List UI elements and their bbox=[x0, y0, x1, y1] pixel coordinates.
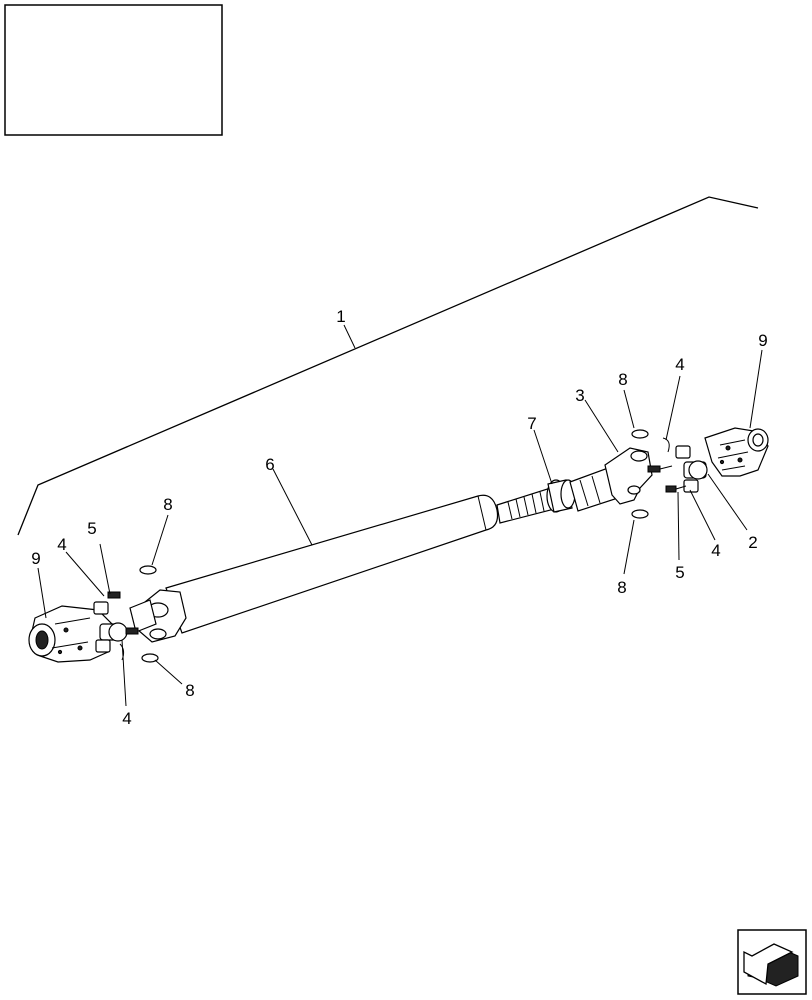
callout-8-right-top: 8 bbox=[618, 370, 627, 389]
leader-lines bbox=[37, 324, 763, 707]
assembly-bracket-line bbox=[17, 196, 759, 536]
callout-5-right: 5 bbox=[675, 563, 684, 582]
callout-4-right-top: 4 bbox=[675, 355, 684, 374]
left-bolt-set bbox=[107, 565, 159, 663]
callout-5-left: 5 bbox=[87, 519, 96, 538]
callout-8-left-bottom: 8 bbox=[185, 681, 194, 700]
title-box bbox=[4, 4, 223, 136]
drive-tube bbox=[165, 484, 567, 634]
callout-7: 7 bbox=[527, 414, 536, 433]
callout-labels: 1 2 3 4 4 4 4 5 5 6 7 8 8 8 8 9 9 bbox=[31, 307, 767, 728]
callout-3: 3 bbox=[575, 386, 584, 405]
callout-8-left-top: 8 bbox=[163, 495, 172, 514]
right-universal-joint bbox=[675, 427, 769, 493]
left-tube-yoke bbox=[129, 589, 187, 643]
callout-1: 1 bbox=[336, 307, 345, 326]
callout-9-right: 9 bbox=[758, 331, 767, 350]
arrow-back-icon[interactable] bbox=[737, 929, 807, 995]
callout-8-right-bottom: 8 bbox=[617, 578, 626, 597]
right-bolt-set bbox=[631, 429, 687, 519]
callout-2: 2 bbox=[748, 533, 757, 552]
callout-4-left-bottom: 4 bbox=[122, 709, 131, 728]
callout-4-right-bottom: 4 bbox=[711, 541, 720, 560]
slip-yoke bbox=[569, 447, 653, 512]
callout-4-left-top: 4 bbox=[57, 535, 66, 554]
callout-9-left: 9 bbox=[31, 549, 40, 568]
left-universal-joint bbox=[28, 601, 128, 663]
callout-6: 6 bbox=[265, 455, 274, 474]
